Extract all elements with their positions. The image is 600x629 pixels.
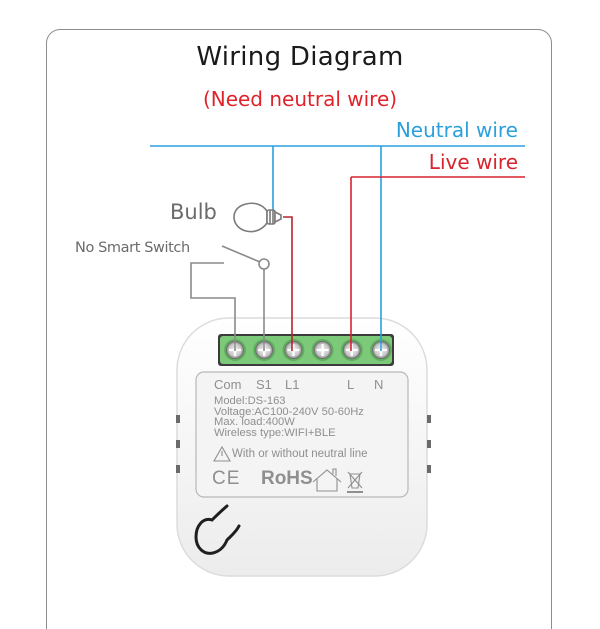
warning-text: With or without neutral line <box>232 448 368 460</box>
neutral-wire-label: Neutral wire <box>395 118 518 142</box>
terminal-label-n: N <box>374 377 384 392</box>
hook-icon <box>194 504 241 555</box>
bulb-label: Bulb <box>170 200 217 224</box>
bulb-icon <box>233 202 282 233</box>
label-max-load: Max. load:400W <box>214 416 295 428</box>
switch-pivot <box>258 258 270 270</box>
terminal-label-s1: S1 <box>256 377 272 392</box>
terminal-label-com: Com <box>214 377 242 392</box>
terminal-label-l1: L1 <box>285 377 300 392</box>
diagram-subtitle: (Need neutral wire) <box>202 87 398 111</box>
certification-marks: CE RoHS <box>212 468 313 490</box>
side-clips-left <box>176 415 180 473</box>
label-wireless: Wireless type:WIFI+BLE <box>214 426 336 439</box>
smart-switch-module <box>176 317 431 577</box>
diagram-title: Wiring Diagram <box>196 42 404 72</box>
side-clips-right <box>427 415 431 473</box>
diagram-frame <box>46 29 552 629</box>
wiring-diagram <box>150 145 525 577</box>
terminal-label-l: L <box>347 377 355 392</box>
ce-mark: CE <box>212 468 241 489</box>
switch-label: No Smart Switch <box>75 240 190 256</box>
warning-triangle-icon <box>213 445 231 462</box>
switch-wiring <box>190 245 270 351</box>
terminal-screw-l1 <box>282 339 305 361</box>
live-wire-label: Live wire <box>428 150 518 174</box>
label-voltage: Voltage:AC100-240V 50-60Hz <box>214 405 364 418</box>
label-model: Model:DS-163 <box>214 395 286 407</box>
house-icon <box>312 468 342 492</box>
label-plate <box>195 371 409 498</box>
live-wire <box>283 176 525 351</box>
neutral-wire <box>150 145 525 351</box>
terminal-screw-unused <box>311 339 334 361</box>
weee-bin-icon <box>347 471 363 493</box>
rohs-mark: RoHS <box>260 468 313 489</box>
